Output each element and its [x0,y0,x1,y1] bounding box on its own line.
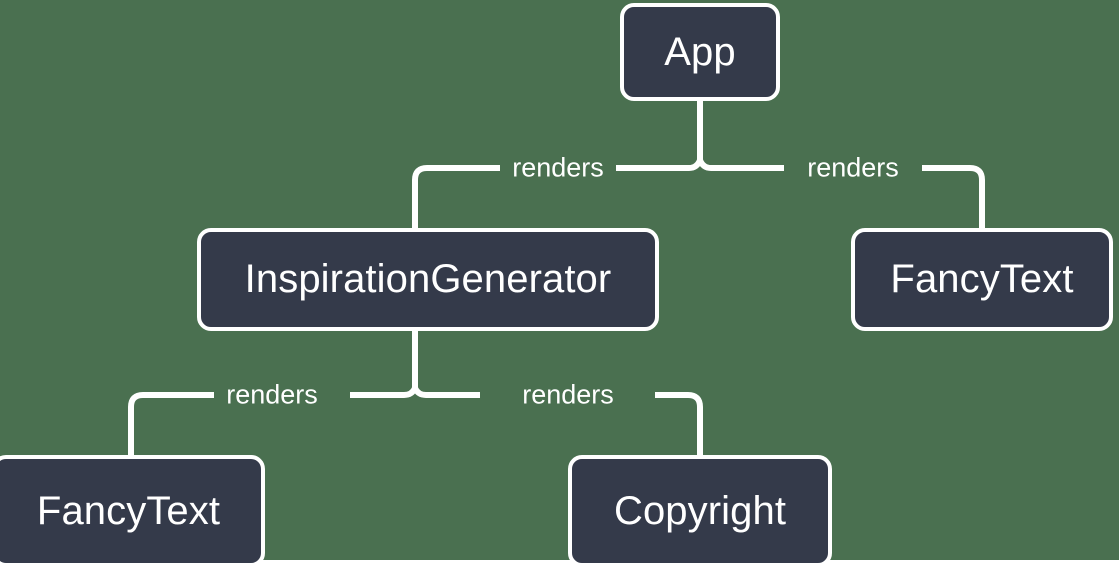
edge-ig-to-fancytext-left [128,392,214,456]
edge-label-app-to-inspirationgenerator: renders [512,152,604,183]
node-fancytext-left[interactable]: FancyText [0,455,265,567]
edge-app-to-inspirationgenerator [616,158,703,171]
node-fancytext-left-label: FancyText [36,488,221,533]
node-app[interactable]: App [620,3,780,101]
node-fancytext-right-label: FancyText [890,257,1074,301]
edge-ig-to-copyright-start [412,386,480,398]
edge-app-to-inspirationgenerator-left [412,165,500,228]
edge-ig-to-copyright [655,392,703,456]
edge-label-app-to-fancytext-right: renders [807,152,899,183]
node-inspiration-generator-label: InspirationGenerator [244,257,612,301]
edge-ig-to-fancytext-left-start [350,386,418,398]
edge-label-ig-to-fancytext-left: renders [226,379,318,410]
edge-label-ig-to-copyright: renders [522,379,614,410]
node-copyright[interactable]: Copyright [568,455,832,567]
edge-app-to-fancytext-right [922,165,985,228]
node-copyright-label: Copyright [613,488,787,533]
edge-app-to-fancytext-right-start [697,158,784,171]
node-fancytext-right[interactable]: FancyText [851,228,1113,331]
node-app-label: App [664,29,736,74]
node-inspiration-generator[interactable]: InspirationGenerator [197,228,659,331]
